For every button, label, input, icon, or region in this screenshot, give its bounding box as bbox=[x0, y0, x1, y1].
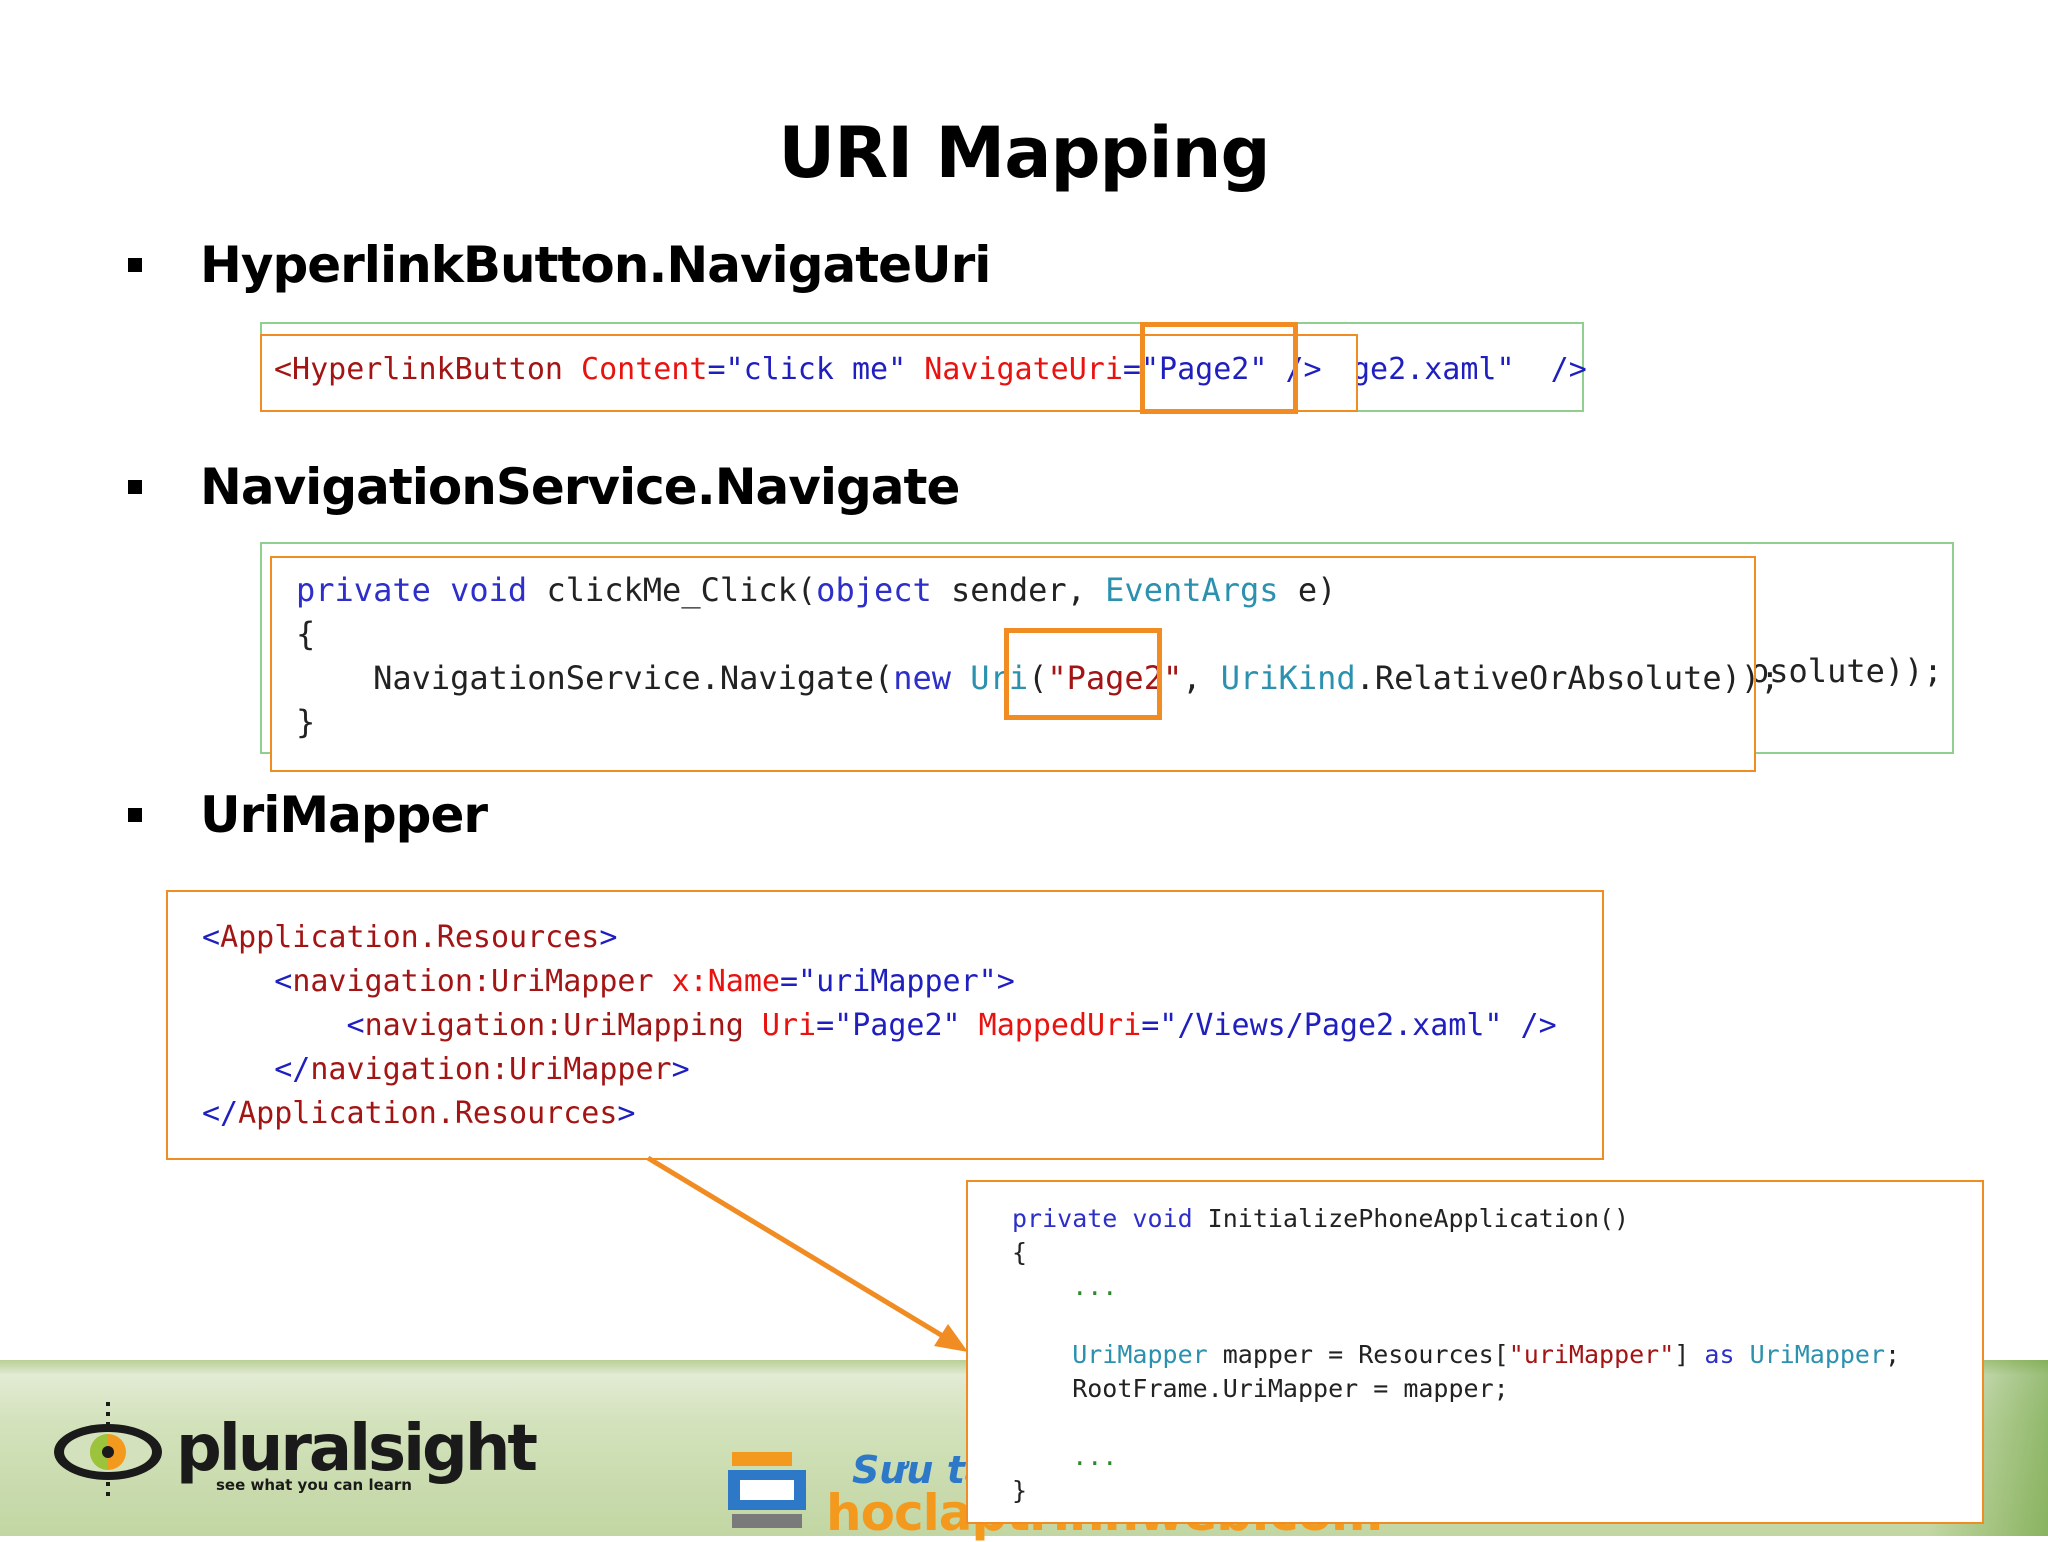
code-token: = bbox=[1122, 352, 1141, 387]
code-token: < bbox=[202, 920, 221, 955]
code-token: ... bbox=[1012, 1272, 1118, 1301]
code-token: e) bbox=[1278, 571, 1337, 609]
code-token: .RelativeOrAbsolute)); bbox=[1355, 659, 1780, 697]
code-line: <HyperlinkButton Content="click me" Navi… bbox=[274, 352, 1322, 387]
code-block: private void clickMe_Click(object sender… bbox=[296, 568, 1779, 744]
code-token: NavigateUri bbox=[906, 352, 1123, 387]
code-token: object bbox=[816, 571, 932, 609]
code-token: Uri bbox=[970, 659, 1029, 697]
code-token: <HyperlinkButton bbox=[274, 352, 563, 387]
code-token: sender, bbox=[931, 571, 1106, 609]
code-token: < bbox=[274, 964, 293, 999]
code-box-initialize-phone-application: private void InitializePhoneApplication(… bbox=[966, 1180, 1984, 1524]
code-token: > bbox=[617, 1096, 636, 1131]
bullet-marker bbox=[128, 808, 142, 822]
bullet-marker bbox=[128, 258, 142, 272]
code-token: Application.Resources bbox=[238, 1096, 618, 1131]
code-token: "uriMapper" bbox=[798, 964, 997, 999]
code-token: } bbox=[1012, 1476, 1028, 1505]
code-token: = bbox=[707, 352, 726, 387]
code-token: { bbox=[1012, 1238, 1028, 1267]
code-token: UriKind bbox=[1220, 659, 1356, 697]
code-token: UriMapper bbox=[1072, 1340, 1208, 1369]
code-token: MappedUri bbox=[960, 1008, 1142, 1043]
code-token: /> bbox=[1267, 352, 1322, 387]
code-token: ] bbox=[1674, 1340, 1705, 1369]
code-token: ; bbox=[1885, 1340, 1901, 1369]
code-token: void bbox=[430, 571, 528, 609]
code-token: InitializePhoneApplication() bbox=[1192, 1204, 1630, 1233]
pluralsight-logo-text: pluralsight bbox=[176, 1412, 538, 1486]
code-token: UriMapper bbox=[1749, 1340, 1886, 1369]
code-token: > bbox=[599, 920, 618, 955]
code-token: "Page2" bbox=[1140, 352, 1268, 387]
code-token: = bbox=[779, 964, 799, 999]
code-token: "/Views/Page2.xaml" bbox=[1159, 1008, 1503, 1043]
code-token bbox=[1735, 1340, 1750, 1369]
code-token: ... bbox=[1012, 1442, 1118, 1471]
code-token: "uriMapper" bbox=[1508, 1340, 1675, 1369]
code-token: = bbox=[1141, 1008, 1160, 1043]
code-token: /> bbox=[1502, 1008, 1557, 1043]
code-token: clickMe_Click( bbox=[527, 571, 817, 609]
code-token: navigation:UriMapper bbox=[310, 1052, 672, 1087]
code-token: "click me" bbox=[725, 352, 907, 387]
code-token: mapper = Resources[ bbox=[1207, 1340, 1509, 1369]
code-token: Application.Resources bbox=[220, 920, 600, 955]
code-token: ( bbox=[1028, 659, 1048, 697]
code-token: void bbox=[1117, 1204, 1193, 1233]
bullet-marker bbox=[128, 480, 142, 494]
code-token: = bbox=[816, 1008, 835, 1043]
behind-code-tail-2: osolute)); bbox=[1750, 652, 1943, 690]
code-token: Content bbox=[562, 352, 708, 387]
code-box-urimapper-xaml: <Application.Resources> <navigation:UriM… bbox=[166, 890, 1604, 1160]
code-token: NavigationService.Navigate( bbox=[296, 659, 894, 697]
bullet-label-urimapper: UriMapper bbox=[200, 786, 488, 844]
code-token: RootFrame.UriMapper = mapper; bbox=[1012, 1374, 1509, 1403]
slide-title: URI Mapping bbox=[778, 112, 1270, 194]
code-token: </ bbox=[202, 1096, 239, 1131]
code-block: <Application.Resources> <navigation:UriM… bbox=[202, 916, 1557, 1136]
code-token: "Page2" bbox=[834, 1008, 961, 1043]
pluralsight-tagline: see what you can learn bbox=[216, 1476, 412, 1494]
code-token: Uri bbox=[743, 1008, 817, 1043]
code-token: new bbox=[893, 659, 952, 697]
code-token: navigation:UriMapper bbox=[292, 964, 654, 999]
bullet-label-navigationservice: NavigationService.Navigate bbox=[200, 458, 960, 516]
code-token: } bbox=[296, 703, 316, 741]
code-token: , bbox=[1182, 659, 1221, 697]
code-token: EventArgs bbox=[1105, 571, 1279, 609]
code-token: < bbox=[346, 1008, 365, 1043]
bullet-label-hyperlinkbutton: HyperlinkButton.NavigateUri bbox=[200, 236, 991, 294]
code-token: </ bbox=[274, 1052, 311, 1087]
code-token: > bbox=[671, 1052, 690, 1087]
highlight-page2-2 bbox=[1004, 628, 1162, 720]
highlight-page2-1 bbox=[1140, 322, 1298, 414]
watermark-icon bbox=[728, 1452, 806, 1532]
code-box-navigationservice: private void clickMe_Click(object sender… bbox=[270, 556, 1779, 772]
code-box-hyperlinkbutton: <HyperlinkButton Content="click me" Navi… bbox=[260, 334, 1358, 412]
pluralsight-eye-logo bbox=[50, 1400, 170, 1504]
behind-code-tail-1: ge2.xaml" /> bbox=[1352, 352, 1587, 387]
code-token: private bbox=[1012, 1204, 1118, 1233]
code-token: as bbox=[1704, 1340, 1735, 1369]
code-block: private void InitializePhoneApplication(… bbox=[1012, 1202, 1900, 1508]
code-token: { bbox=[296, 615, 316, 653]
code-token: > bbox=[996, 964, 1015, 999]
code-token bbox=[1012, 1340, 1072, 1369]
code-token: navigation:UriMapping bbox=[364, 1008, 744, 1043]
code-token: x:Name bbox=[653, 964, 780, 999]
code-token: private bbox=[296, 571, 431, 609]
